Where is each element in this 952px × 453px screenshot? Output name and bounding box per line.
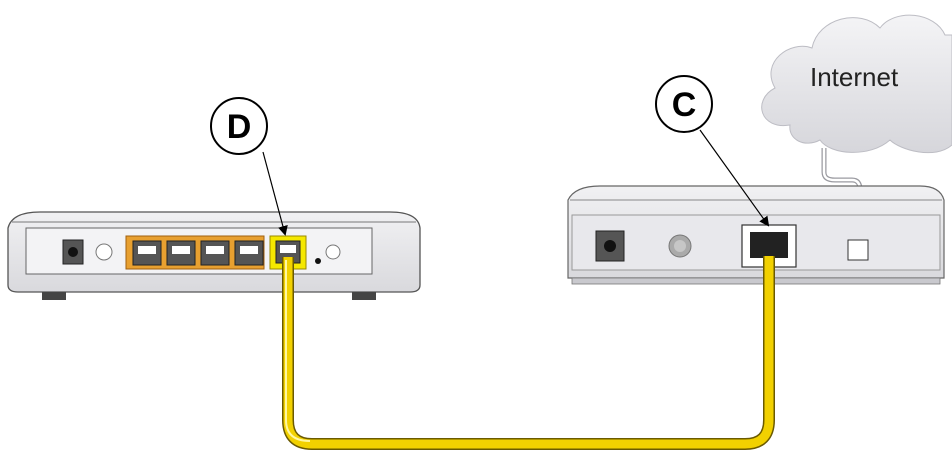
lan-port-1 xyxy=(132,240,162,266)
router-reset-dot xyxy=(315,258,321,264)
router-device xyxy=(7,211,421,300)
lan-port-3 xyxy=(200,240,230,266)
router-power-switch xyxy=(95,243,113,261)
router-status-led xyxy=(325,244,341,260)
router-power-jack xyxy=(62,239,84,265)
callout-c-letter: C xyxy=(672,86,697,124)
modem-device xyxy=(567,185,945,285)
callout-d-letter: D xyxy=(227,108,252,146)
internet-label: Internet xyxy=(810,62,899,92)
router-lan-ports xyxy=(125,235,265,270)
modem-button xyxy=(668,234,692,258)
lan-port-2 xyxy=(166,240,196,266)
internet-cloud: Internet xyxy=(761,14,952,154)
callout-c: C xyxy=(655,75,770,227)
modem-power-jack xyxy=(595,230,625,262)
callout-d: D xyxy=(210,97,288,236)
modem-line-port xyxy=(847,239,869,261)
ethernet-cable xyxy=(282,256,775,450)
lan-port-4 xyxy=(234,240,264,266)
